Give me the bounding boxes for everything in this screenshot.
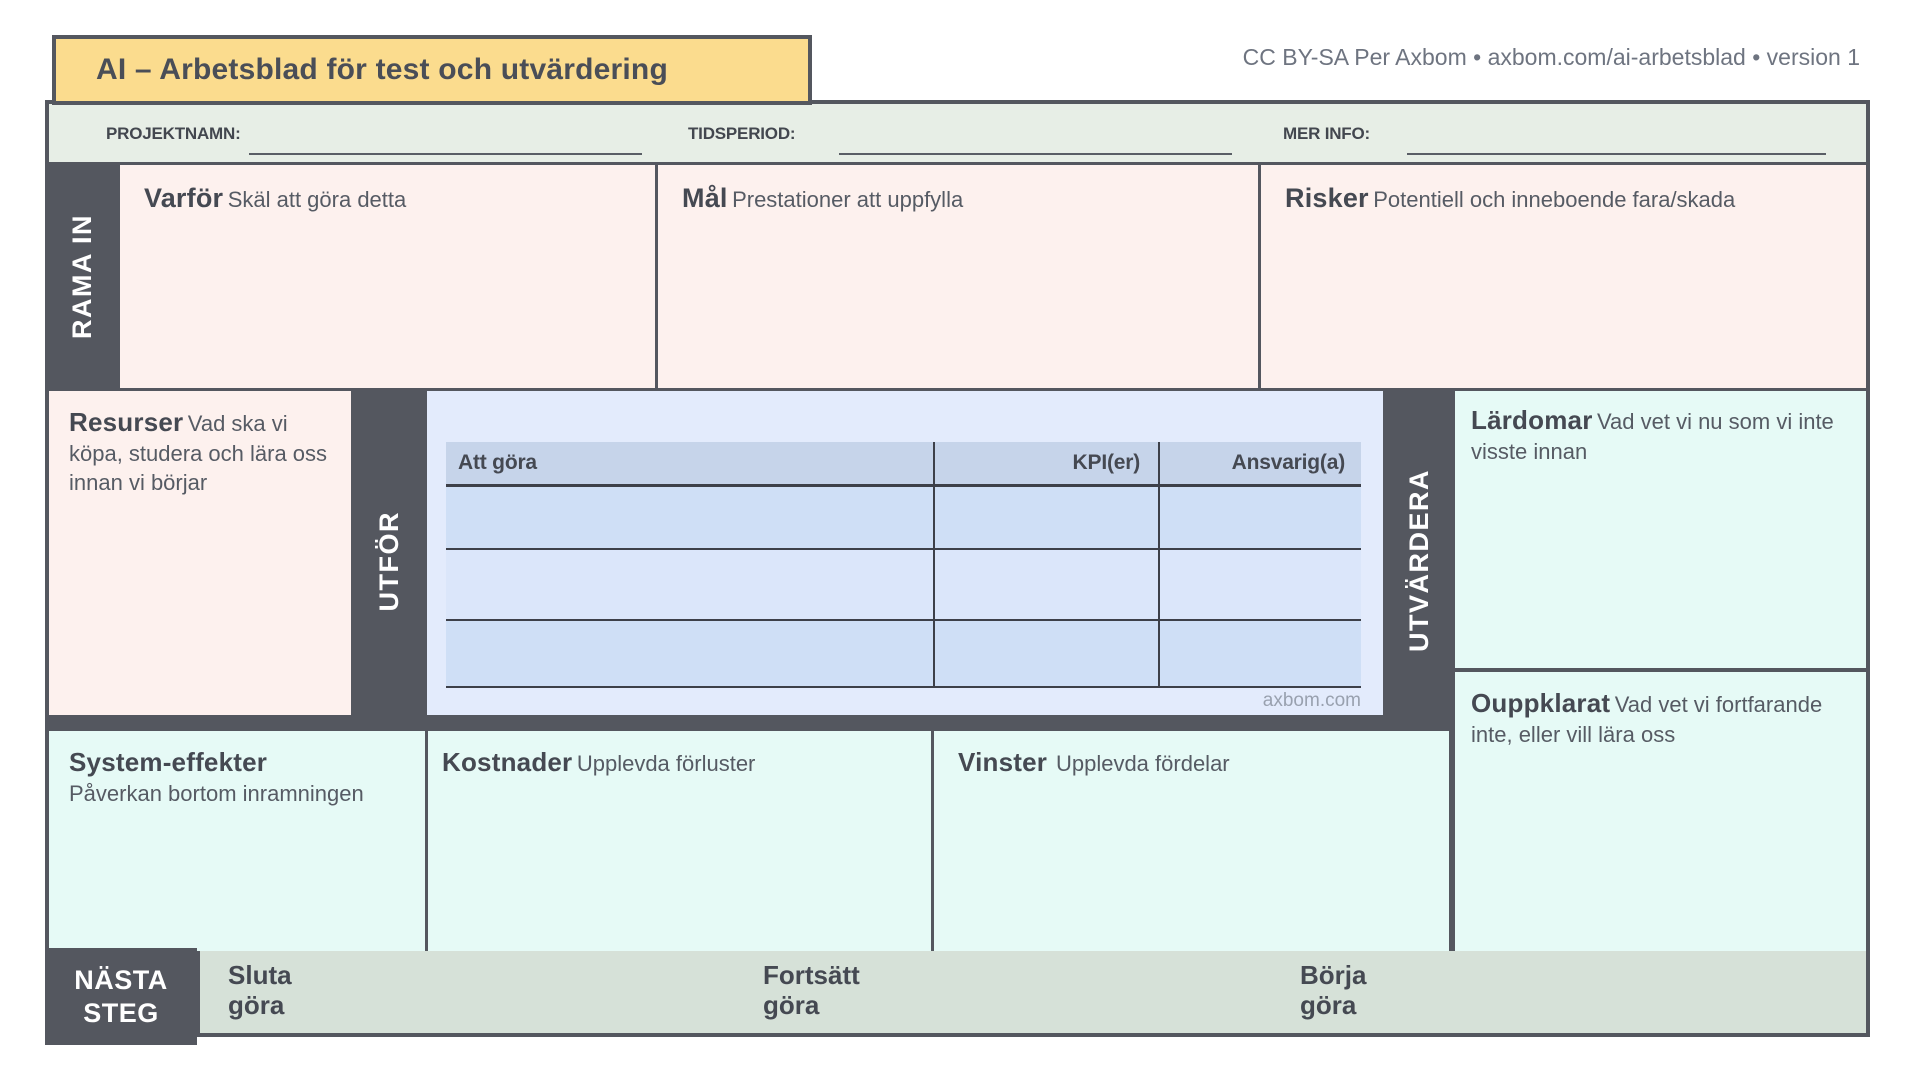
todo-table-header: Att göra KPI(er) Ansvarig(a) [446, 442, 1361, 487]
mal-box[interactable]: Mål Prestationer att uppfylla [658, 165, 1258, 388]
timeperiod-label: TIDSPERIOD: [688, 124, 796, 143]
resurser-subtitle: Vad ska vi köpa, studera och lära oss in… [69, 411, 328, 496]
section-rama-in: RAMA IN [45, 165, 120, 388]
project-fields-row: PROJEKTNAMN: TIDSPERIOD: MER INFO: [49, 104, 1866, 162]
ouppklarat-box[interactable]: Ouppklarat Vad vet vi fortfarande inte, … [1455, 672, 1866, 951]
risker-box[interactable]: Risker Potentiell och inneboende fara/sk… [1261, 165, 1866, 388]
rama-in-label: RAMA IN [67, 214, 97, 339]
moreinfo-input[interactable] [1407, 153, 1826, 155]
risker-heading: Risker [1285, 183, 1369, 213]
title-box: AI – Arbetsblad för test och utvärdering [52, 35, 812, 105]
todo-table: Att göra KPI(er) Ansvarig(a) [446, 442, 1361, 688]
systemeffekter-subtitle: Påverkan bortom inramningen [69, 781, 364, 807]
license-credit: CC BY-SA Per Axbom • axbom.com/ai-arbets… [1242, 44, 1860, 70]
watermark: axbom.com [1262, 690, 1361, 711]
next-steps-row [200, 951, 1866, 1033]
table-row[interactable] [446, 550, 1361, 621]
lardomar-box[interactable]: Lärdomar Vad vet vi nu som vi inte visst… [1455, 391, 1866, 668]
resurser-heading: Resurser [69, 407, 184, 437]
varfor-heading: Varför [144, 183, 224, 213]
systemeffekter-heading: System-effekter [69, 747, 268, 777]
steg-label: STEG [83, 997, 159, 1028]
kostnader-subtitle: Upplevda förluster [576, 751, 756, 776]
projectname-label: PROJEKTNAMN: [106, 124, 241, 143]
nasta-steg-box: NÄSTA STEG [45, 948, 197, 1045]
kostnader-heading: Kostnader [442, 747, 573, 777]
col-kpier: KPI(er) [1072, 451, 1141, 474]
col-ansvariga: Ansvarig(a) [1231, 451, 1346, 474]
ouppklarat-heading: Ouppklarat [1471, 688, 1611, 718]
vinster-subtitle: Upplevda fördelar [1055, 751, 1230, 776]
timeperiod-input[interactable] [839, 153, 1232, 155]
vinster-heading: Vinster [958, 747, 1048, 777]
col-att-gora: Att göra [458, 451, 537, 474]
table-column-divider [1158, 442, 1160, 687]
page-title: AI – Arbetsblad för test och utvärdering [96, 53, 668, 86]
utfor-label: UTFÖR [373, 510, 404, 612]
worksheet-frame: PROJEKTNAMN: TIDSPERIOD: MER INFO: RAMA … [45, 100, 1870, 1045]
mal-heading: Mål [682, 183, 728, 213]
table-column-divider [933, 442, 935, 687]
varfor-box[interactable]: Varför Skäl att göra detta [120, 165, 655, 388]
section-utfor: UTFÖR [351, 391, 427, 731]
projectname-input[interactable] [249, 153, 642, 155]
resurser-box[interactable]: Resurser Vad ska vi köpa, studera och lä… [49, 391, 351, 715]
mal-subtitle: Prestationer att uppfylla [732, 187, 964, 212]
nasta-label: NÄSTA [74, 965, 168, 996]
ouppklarat-subtitle: Vad vet vi fortfarande inte, eller vill … [1471, 692, 1823, 748]
moreinfo-label: MER INFO: [1283, 124, 1370, 143]
utvardera-label: UTVÄRDERA [1403, 469, 1434, 653]
section-utvardera: UTVÄRDERA [1383, 391, 1455, 731]
table-row[interactable] [446, 621, 1361, 688]
kostnader-box[interactable]: Kostnader Upplevda förluster [428, 731, 931, 951]
risker-subtitle: Potentiell och inneboende fara/skada [1373, 187, 1736, 212]
lardomar-heading: Lärdomar [1471, 405, 1593, 435]
lardomar-subtitle: Vad vet vi nu som vi inte visste innan [1471, 409, 1834, 465]
systemeffekter-box[interactable]: System-effekter Påverkan bortom inramnin… [49, 731, 425, 951]
varfor-subtitle: Skäl att göra detta [227, 187, 407, 212]
vinster-box[interactable]: Vinster Upplevda fördelar [934, 731, 1449, 951]
table-row[interactable] [446, 487, 1361, 550]
